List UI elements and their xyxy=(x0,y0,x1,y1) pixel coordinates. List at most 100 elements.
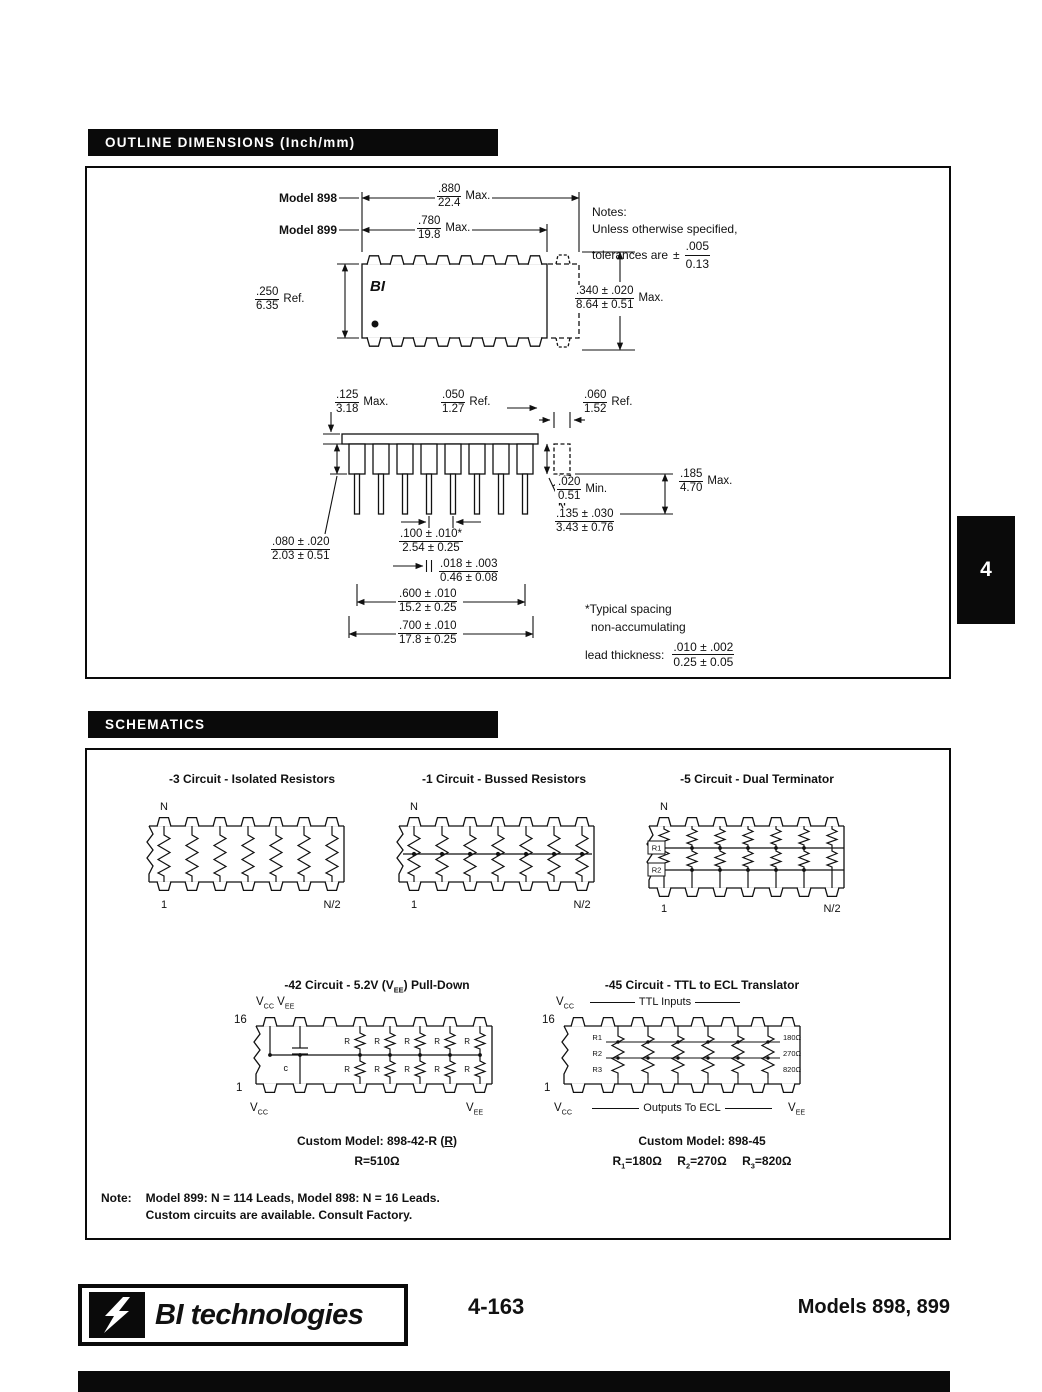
dim-num: .250 xyxy=(255,286,280,300)
vcc-bottom-label: VCC xyxy=(250,1102,268,1117)
r1-label: R1 xyxy=(652,844,662,853)
dim-den: 22.4 xyxy=(438,196,461,209)
break-edge xyxy=(646,825,654,888)
dual-terminator-title: -5 Circuit - Dual Terminator xyxy=(680,772,834,786)
brand-logo-box: BI technologies xyxy=(78,1284,408,1346)
pin-16-label: 16 xyxy=(234,1014,247,1026)
outputs-to-ecl-label: Outputs To ECL xyxy=(643,1102,721,1114)
vee-bottom-label: VEE xyxy=(788,1102,806,1117)
svg-text:270Ω: 270Ω xyxy=(783,1049,802,1058)
break-edge xyxy=(396,825,404,882)
dim-num: .010 ± .002 xyxy=(672,640,735,655)
resistors xyxy=(157,825,339,883)
side-view xyxy=(341,433,571,515)
svg-text:R2: R2 xyxy=(592,1049,602,1058)
dim-num: .185 xyxy=(679,468,704,482)
svg-text:R: R xyxy=(374,1037,380,1046)
resistors xyxy=(611,1027,775,1079)
break-edge xyxy=(253,1025,261,1084)
outline-header-text: OUTLINE DIMENSIONS (Inch/mm) xyxy=(105,135,356,150)
dim-num: .700 ± .010 xyxy=(398,620,458,634)
dim-den: 6.35 xyxy=(256,299,279,312)
plus-minus-sign: ± xyxy=(673,248,680,262)
pin-n-label: N xyxy=(160,801,168,813)
dim-den: 0.13 xyxy=(685,257,709,271)
dim-suffix: Max. xyxy=(363,395,389,408)
dim-den: 19.8 xyxy=(418,228,441,241)
bi-logo-mark xyxy=(89,1292,145,1338)
schematics-header: SCHEMATICS xyxy=(88,711,498,738)
pin1-indicator-dot xyxy=(371,320,379,328)
dim-num: .020 xyxy=(557,476,582,490)
dim-suffix: Min. xyxy=(585,482,608,495)
footnote-non-accumulating: non-accumulating xyxy=(591,620,686,634)
dim-den: 15.2 ± 0.25 xyxy=(399,601,457,614)
section-tab-number: 4 xyxy=(980,558,992,581)
dim-suffix: Max. xyxy=(638,291,664,304)
svg-text:R: R xyxy=(434,1037,440,1046)
note-line-1: Model 899: N = 114 Leads, Model 898: N =… xyxy=(145,1191,440,1205)
pins xyxy=(570,1016,796,1094)
r3-value: R3=820Ω xyxy=(742,1154,792,1171)
dim-den: 2.03 ± 0.51 xyxy=(272,549,330,562)
dim-den: 0.51 xyxy=(558,489,581,502)
dim-num: .005 xyxy=(684,238,710,256)
outline-dimensions-header: OUTLINE DIMENSIONS (Inch/mm) xyxy=(88,129,498,156)
svg-text:R: R xyxy=(344,1065,350,1074)
schematic-bussed-drawing: N 1 N/2 xyxy=(396,801,595,911)
schematics-box: -3 Circuit - Isolated Resistors -1 Circu… xyxy=(85,748,951,1240)
pulldown-r-value: R=510Ω xyxy=(354,1154,400,1168)
pin-n2-label: N/2 xyxy=(573,899,590,911)
schematic-pulldown-block: -42 Circuit - 5.2V (VEE) Pull-Down VCC V… xyxy=(232,978,522,1188)
footer-bar xyxy=(78,1371,950,1392)
pulldown-custom-model: Custom Model: 898-42-R (R) xyxy=(296,1134,458,1148)
r2-box xyxy=(647,862,666,877)
junction-dots xyxy=(616,1040,770,1060)
svg-text:R: R xyxy=(374,1065,380,1074)
dim-num: .340 ± .020 xyxy=(575,285,635,299)
ttl-inputs-bracket: TTL Inputs xyxy=(590,996,741,1008)
svg-text:R: R xyxy=(464,1065,470,1074)
pin-1-label: 1 xyxy=(236,1082,243,1094)
outputs-to-ecl-bracket: Outputs To ECL xyxy=(592,1102,773,1114)
dim-num: .060 xyxy=(583,389,608,403)
capacitor-label: c xyxy=(284,1063,289,1073)
dim-suffix: Ref. xyxy=(611,395,633,408)
schematic-isolated-drawing: N 1 N/2 xyxy=(146,801,345,911)
outline-dimensions-box: BI xyxy=(85,166,951,679)
svg-text:R: R xyxy=(464,1037,470,1046)
schematic-dual-terminator-drawing: R1 R2 N 1 N/2 xyxy=(646,801,845,915)
notes-title: Notes: xyxy=(592,205,627,219)
junction-dots xyxy=(411,851,585,857)
dim-frac: .100 ± .010*2.54 ± 0.25 xyxy=(399,528,463,555)
dim-num: .050 xyxy=(441,389,466,403)
dim-100: .100 ± .010*2.54 ± 0.25 xyxy=(397,528,469,555)
pin-n-label: N xyxy=(660,801,668,813)
ttl-inputs-label: TTL Inputs xyxy=(638,996,692,1008)
bussed-resistors-title: -1 Circuit - Bussed Resistors xyxy=(421,772,587,786)
vcc-vee-top-labels: VCC VEE xyxy=(256,996,294,1010)
note-block: Note: Model 899: N = 114 Leads, Model 89… xyxy=(101,1190,440,1224)
dim-num: .135 ± .030 xyxy=(555,508,615,522)
dim-num: .125 xyxy=(335,389,360,403)
vee-label: VEE xyxy=(277,996,295,1011)
pin-1-label: 1 xyxy=(161,899,167,911)
brand-bi: BI xyxy=(155,1298,184,1331)
model-899-label: Model 899 xyxy=(278,223,337,237)
